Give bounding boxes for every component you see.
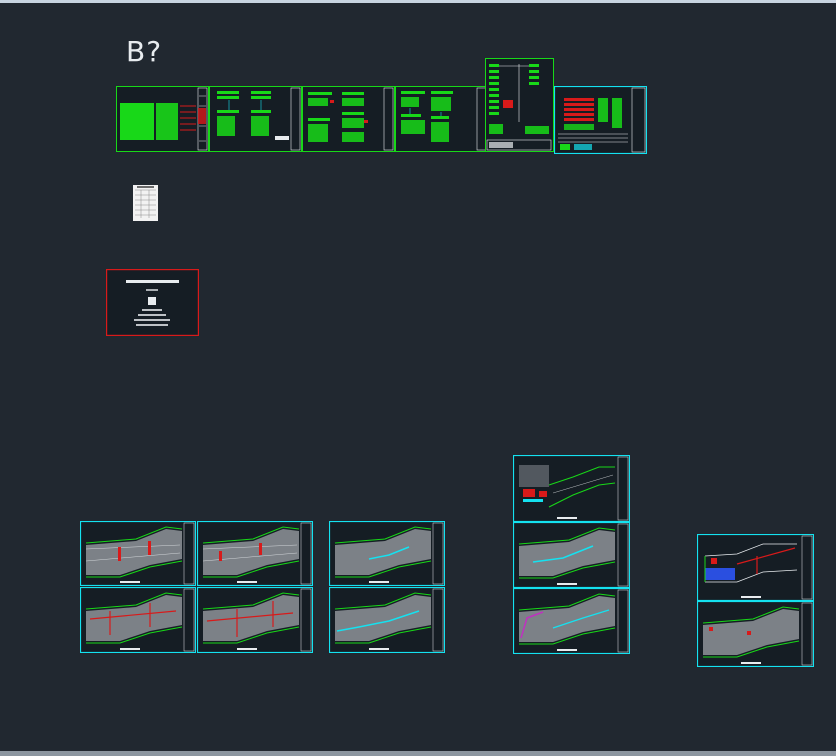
floor-plan-sheet-7[interactable] (513, 455, 630, 522)
drawing-sheet-system-1[interactable] (116, 86, 209, 152)
drawing-sheet-system-3[interactable] (302, 86, 395, 152)
floor-plan-sheet-11[interactable] (697, 601, 814, 667)
window-top-border (0, 0, 836, 3)
floor-plan-sheet-6[interactable] (329, 587, 445, 653)
floor-plan-sheet-8[interactable] (513, 522, 630, 588)
sheet-graphic (329, 521, 445, 586)
drawing-sheet-material-list[interactable] (133, 185, 158, 221)
sheet-graphic (80, 521, 196, 586)
window-bottom-border (0, 751, 836, 756)
sheet-graphic (329, 587, 445, 653)
floor-plan-sheet-10[interactable] (697, 534, 814, 601)
floor-plan-sheet-5[interactable] (197, 587, 313, 653)
sheet-graphic (513, 522, 630, 588)
sheet-graphic (197, 587, 313, 653)
sheet-graphic (80, 587, 196, 653)
floor-plan-sheet-4[interactable] (80, 587, 196, 653)
drawing-sheet-system-2[interactable] (209, 86, 302, 152)
sheet-graphic (116, 86, 209, 152)
sheet-graphic (395, 86, 488, 152)
sheet-graphic (697, 601, 814, 667)
floor-plan-sheet-1[interactable] (80, 521, 196, 586)
drawing-sheet-cover[interactable] (106, 269, 199, 336)
drawing-sheet-riser-diagram[interactable] (485, 58, 554, 152)
drawing-sheet-system-4[interactable] (395, 86, 488, 152)
floor-plan-sheet-2[interactable] (197, 521, 313, 586)
drawing-label-text: B? (126, 35, 163, 68)
sheet-graphic (302, 86, 395, 152)
sheet-graphic (697, 534, 814, 601)
sheet-graphic (513, 455, 630, 522)
sheet-graphic (209, 86, 302, 152)
floor-plan-sheet-9[interactable] (513, 588, 630, 654)
floor-plan-sheet-3[interactable] (329, 521, 445, 586)
drawing-sheet-equipment-schedule[interactable] (554, 86, 647, 154)
sheet-graphic (554, 86, 647, 154)
sheet-graphic (485, 58, 554, 152)
sheet-graphic (197, 521, 313, 586)
sheet-graphic (133, 185, 158, 221)
sheet-graphic (106, 269, 199, 336)
cad-model-space[interactable]: B? (0, 3, 836, 751)
sheet-graphic (513, 588, 630, 654)
